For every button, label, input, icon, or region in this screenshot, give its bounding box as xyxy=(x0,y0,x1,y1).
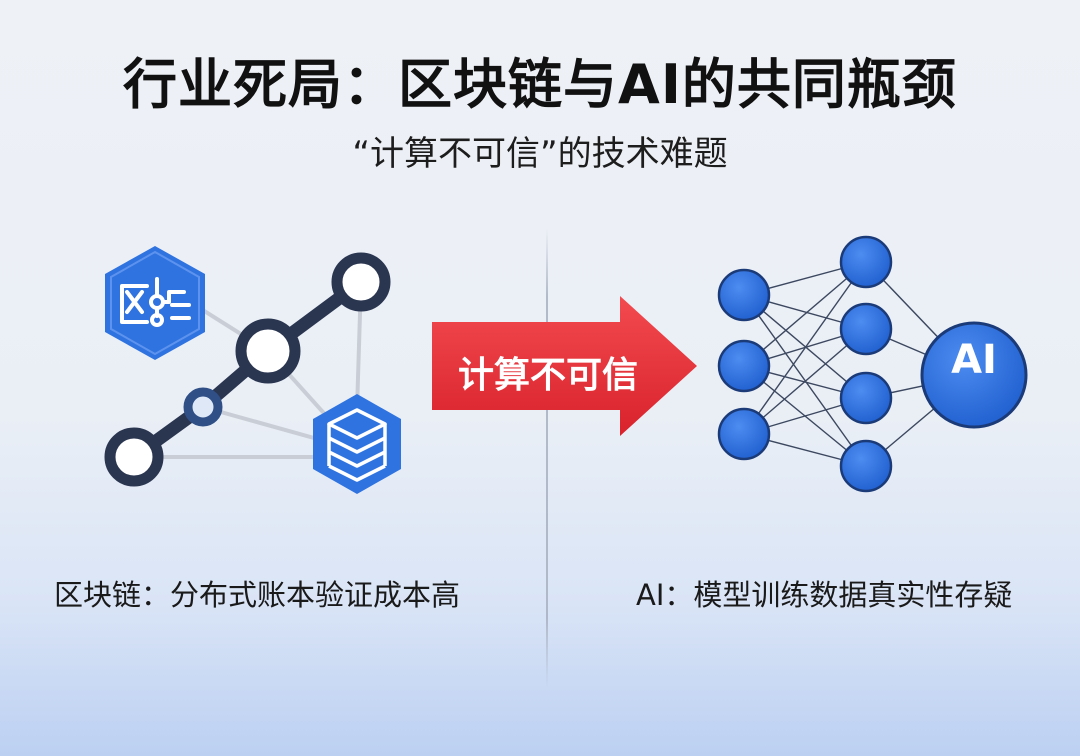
nn-nodes xyxy=(717,235,893,493)
arrow-label: 计算不可信 xyxy=(457,355,638,396)
nn-hidden-node xyxy=(839,302,893,356)
chain-node-middle xyxy=(235,318,301,384)
blockchain-graph xyxy=(104,246,401,494)
layers-hex-icon xyxy=(313,394,401,494)
nn-hidden-node xyxy=(839,235,893,289)
untrusted-arrow xyxy=(432,296,697,436)
nn-hidden-node xyxy=(839,439,893,493)
nn-input-node xyxy=(717,268,771,322)
neural-network-icon xyxy=(717,235,1028,493)
center-divider xyxy=(546,228,548,688)
blockchain-hex-icon xyxy=(105,246,205,360)
chain-node-top xyxy=(331,252,391,312)
nn-input-node xyxy=(717,339,771,393)
ai-output-node xyxy=(920,321,1028,429)
blockchain-caption: 区块链：分布式账本验证成本高 xyxy=(54,578,461,612)
page-subtitle: “计算不可信”的技术难题 xyxy=(352,134,728,174)
page-title: 行业死局：区块链与AI的共同瓶颈 xyxy=(123,53,957,116)
chain-path xyxy=(127,275,368,464)
ai-node-label: AI xyxy=(951,337,997,383)
nn-hidden-node xyxy=(839,371,893,425)
chain-node-bottom xyxy=(104,427,164,487)
chain-node-small xyxy=(183,387,223,427)
ai-caption: AI：模型训练数据真实性存疑 xyxy=(636,578,1013,612)
nn-input-node xyxy=(717,407,771,461)
